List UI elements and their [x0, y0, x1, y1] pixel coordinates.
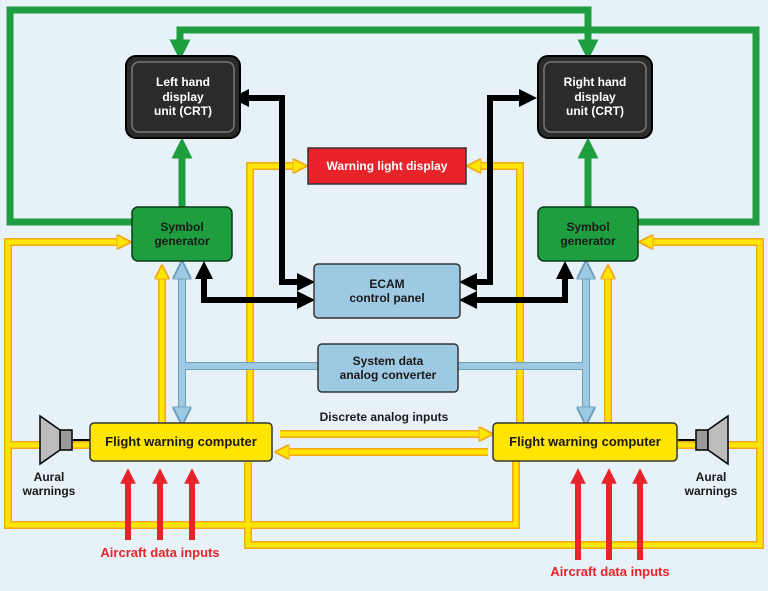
yellow-line-to-warning-left: [247, 166, 300, 422]
right-fwc-label: Flight warning computer: [509, 434, 661, 450]
green-line-left-sg-to-right-crt: [6, 6, 599, 226]
yellow-line-to-left-sg: [5, 242, 124, 445]
left-symbol-generator-label: Symbol generator: [154, 219, 210, 248]
discrete-analog-inputs-label: Discrete analog inputs: [319, 410, 449, 424]
aircraft-data-inputs-right-label: Aircraft data inputs: [550, 564, 670, 579]
blue-data-lines: [182, 270, 586, 416]
black-control-lines: [195, 89, 574, 309]
ecam-control-panel-label: ECAM control panel: [349, 276, 425, 305]
right-crt-label: Right hand display unit (CRT): [563, 75, 627, 119]
speaker-icon-right: [678, 414, 729, 466]
black-line-right-sg-to-ecam: [459, 261, 574, 309]
right-fwc-box: [492, 422, 678, 462]
left-fwc-label: Flight warning computer: [105, 434, 257, 450]
warning-light-label: Warning light display: [326, 158, 448, 173]
system-data-converter-label: System data analog converter: [339, 353, 437, 382]
left-crt-label: Left hand display unit (CRT): [154, 75, 212, 119]
aural-warnings-right-label: Aural warnings: [684, 470, 738, 499]
yellow-line-to-warning-right: [474, 166, 523, 422]
yellow-line-right-fwc-loop: [245, 442, 763, 548]
green-video-lines: [6, 6, 760, 226]
red-input-arrows: [120, 468, 648, 560]
left-crt-box: [125, 55, 241, 139]
yellow-line-to-right-sg: [646, 242, 763, 445]
boxes: [89, 55, 678, 462]
warning-light-box: [307, 147, 467, 185]
right-sg-box: [537, 206, 639, 262]
speaker-icon-left: [39, 414, 90, 466]
green-line-right-sg-to-left-crt: [169, 26, 760, 226]
right-crt-box: [537, 55, 653, 139]
right-symbol-generator-label: Symbol generator: [560, 219, 616, 248]
aircraft-data-inputs-left-label: Aircraft data inputs: [100, 545, 220, 560]
left-sg-box: [131, 206, 233, 262]
ecam-box: [313, 263, 461, 319]
black-line-left-sg-to-ecam: [195, 261, 315, 309]
converter-box: [317, 343, 459, 393]
aural-warnings-left-label: Aural warnings: [22, 470, 76, 499]
left-fwc-box: [89, 422, 273, 462]
